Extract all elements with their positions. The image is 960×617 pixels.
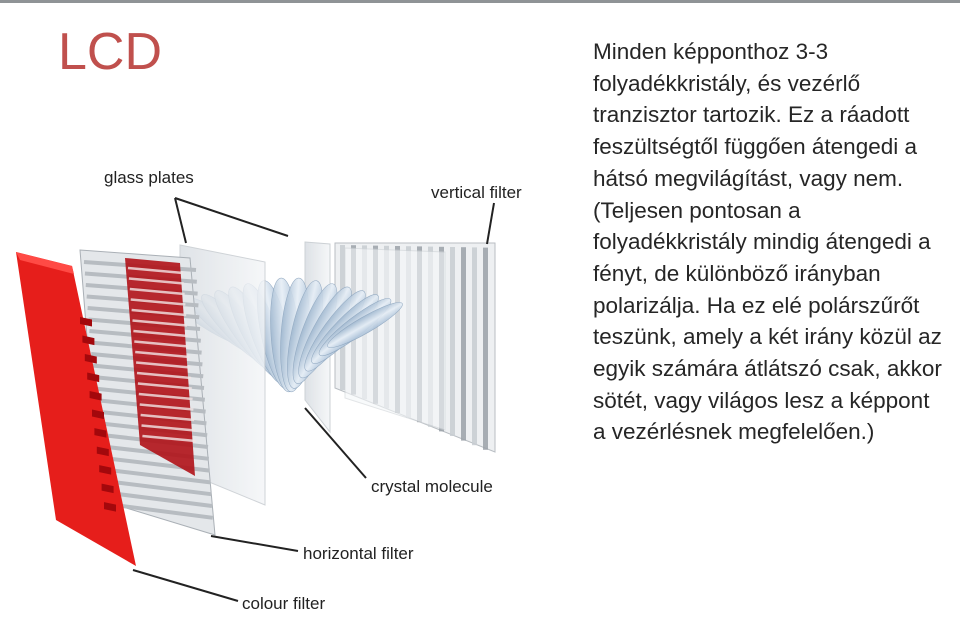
colour-cell bbox=[80, 317, 92, 327]
red-stripe-gap bbox=[131, 308, 187, 317]
red-stripe-gap bbox=[133, 329, 188, 338]
red-stripe-gap bbox=[129, 287, 185, 296]
colour-cell bbox=[84, 354, 97, 364]
top-rule bbox=[0, 0, 960, 3]
colour-cell bbox=[92, 409, 104, 420]
red-stripe-gap bbox=[135, 350, 190, 359]
vertical-stripe bbox=[461, 247, 466, 441]
slide-body-text: Minden képponthoz 3-3 folyadékkristály, … bbox=[593, 36, 948, 448]
red-stripe-gap bbox=[136, 371, 192, 380]
colour-cell bbox=[104, 502, 116, 512]
colour-cell bbox=[82, 335, 95, 346]
label-glass-plates: glass plates bbox=[104, 168, 194, 187]
red-stripe-gap bbox=[137, 382, 192, 390]
horizontal-stripe bbox=[99, 467, 211, 485]
colour-cell bbox=[94, 428, 107, 438]
red-stripe-gap bbox=[128, 277, 184, 285]
colour-filter-layer bbox=[16, 252, 136, 566]
colour-cell bbox=[101, 483, 114, 494]
colour-cell bbox=[87, 372, 100, 383]
label-crystal-molecule: crystal molecule bbox=[371, 477, 493, 496]
colour-cell bbox=[89, 391, 102, 401]
red-stripe-gap bbox=[141, 424, 196, 432]
colour-filter-cells bbox=[80, 317, 116, 512]
red-stripe-gap bbox=[140, 413, 195, 422]
red-stripe-gap bbox=[132, 319, 188, 327]
vertical-stripe bbox=[450, 247, 455, 436]
label-vertical-filter: vertical filter bbox=[431, 183, 522, 202]
red-stripe-gap bbox=[127, 266, 184, 275]
horizontal-stripe bbox=[100, 478, 212, 497]
colour-cell bbox=[99, 465, 112, 475]
red-stripe-gap bbox=[135, 361, 191, 369]
label-colour-filter: colour filter bbox=[242, 594, 325, 613]
vertical-stripe bbox=[483, 247, 488, 450]
body-paragraph: Minden képponthoz 3-3 folyadékkristály, … bbox=[593, 39, 942, 445]
red-stripe-gap bbox=[134, 340, 189, 348]
vertical-stripe bbox=[472, 247, 477, 446]
red-stripe-gap bbox=[142, 434, 196, 443]
colour-cell bbox=[96, 446, 109, 457]
red-stripe-gap bbox=[139, 403, 194, 411]
red-subpixel-stripes bbox=[127, 266, 196, 443]
red-stripe-gap bbox=[130, 298, 186, 306]
red-stripe-gap bbox=[138, 392, 193, 401]
leader-lines bbox=[132, 197, 495, 602]
lcd-layers-diagram: glass plates vertical filter crystal mol… bbox=[16, 168, 522, 613]
crystal-molecule bbox=[327, 302, 403, 348]
slide-title: LCD bbox=[58, 23, 163, 81]
label-horizontal-filter: horizontal filter bbox=[303, 544, 414, 563]
